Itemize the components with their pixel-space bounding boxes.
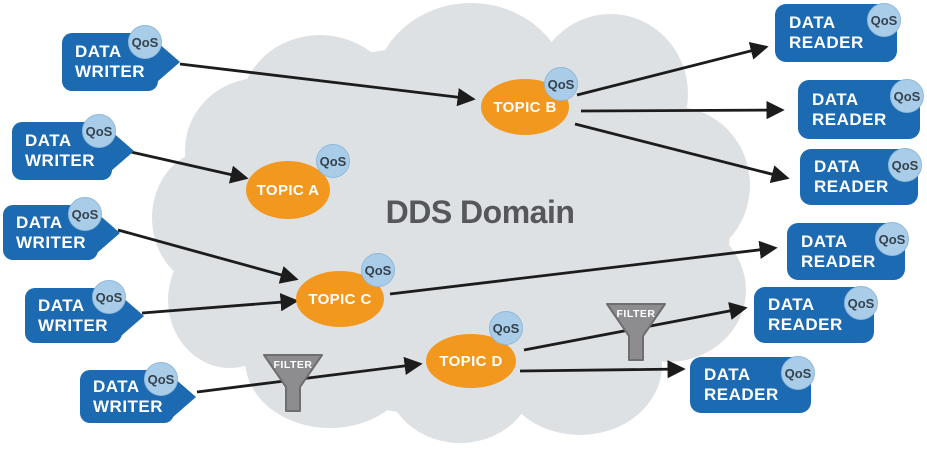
qos-badge: QoS <box>781 356 815 390</box>
data-writer-node: DATA WRITER QoS <box>62 25 180 91</box>
content-filter-funnel: FILTER <box>606 303 666 361</box>
data-writer-node: DATA WRITER QoS <box>12 114 134 180</box>
data-writer-label: DATA WRITER <box>25 131 96 170</box>
data-reader-node: DATA READER QoS <box>775 3 901 62</box>
data-reader-label: DATA READER <box>789 13 864 52</box>
connection-arrow <box>130 150 249 184</box>
connection-arrow <box>580 100 785 120</box>
qos-badge: QoS <box>544 67 578 101</box>
data-reader-label: DATA READER <box>814 157 889 196</box>
topic-node: TOPIC B QoS <box>481 67 578 135</box>
data-writer-label: DATA WRITER <box>16 212 87 252</box>
content-filter-funnel: FILTER <box>263 354 323 412</box>
data-reader-node: DATA READER QoS <box>787 222 909 280</box>
data-writer-pointer <box>121 295 144 336</box>
data-writer-node: DATA WRITER QoS <box>80 362 196 423</box>
topic-label: TOPIC D <box>439 352 503 370</box>
topic-label: TOPIC B <box>493 98 557 116</box>
connection-arrow <box>574 122 790 183</box>
connection-arrow <box>389 240 778 296</box>
qos-badge: QoS <box>489 311 523 345</box>
filter-label: FILTER <box>617 308 656 320</box>
data-reader-node: DATA READER QoS <box>800 148 922 205</box>
connection-arrow <box>196 356 423 394</box>
topic-node: TOPIC C QoS <box>296 253 395 327</box>
data-reader-label: DATA READER <box>801 231 876 271</box>
connection-arrow <box>576 41 769 97</box>
data-reader-node: DATA READER QoS <box>754 286 878 343</box>
data-writer-label: DATA WRITER <box>75 42 146 81</box>
qos-badge: QoS <box>361 253 395 287</box>
data-writer-pointer <box>157 42 180 82</box>
qos-badge: QoS <box>82 114 116 148</box>
filter-label: FILTER <box>274 359 313 371</box>
data-reader-label: DATA READER <box>812 89 887 129</box>
data-writer-pointer <box>97 212 120 253</box>
qos-badge: QoS <box>144 362 178 396</box>
qos-badge: QoS <box>316 144 350 178</box>
qos-badge: QoS <box>867 3 901 37</box>
data-writer-node: DATA WRITER QoS <box>3 197 120 260</box>
data-writer-label: DATA WRITER <box>93 376 164 416</box>
data-writer-pointer <box>173 376 196 417</box>
topic-label: TOPIC C <box>308 290 372 308</box>
qos-badge: QoS <box>92 280 126 314</box>
topic-node: TOPIC D QoS <box>426 311 523 388</box>
data-reader-label: DATA READER <box>704 365 779 404</box>
data-reader-node: DATA READER QoS <box>690 356 815 413</box>
topic-node: TOPIC A QoS <box>246 144 350 219</box>
qos-badge: QoS <box>68 197 102 231</box>
qos-badge: QoS <box>890 79 924 113</box>
data-writer-box: DATA WRITER <box>25 288 122 343</box>
data-writer-node: DATA WRITER QoS <box>25 280 144 343</box>
connection-arrow <box>117 228 299 284</box>
dds-domain-title: DDS Domain <box>385 194 575 230</box>
qos-badge: QoS <box>844 286 878 320</box>
connection-arrow <box>179 62 476 107</box>
qos-badge: QoS <box>875 222 909 256</box>
data-reader-node: DATA READER QoS <box>798 79 924 139</box>
connection-arrow <box>141 293 299 315</box>
data-writer-pointer <box>111 131 134 171</box>
data-reader-label: DATA READER <box>768 295 843 334</box>
qos-badge: QoS <box>888 148 922 182</box>
qos-badge: QoS <box>128 25 162 59</box>
data-writer-label: DATA WRITER <box>38 295 109 335</box>
topic-label: TOPIC A <box>256 181 320 199</box>
connection-arrow <box>519 360 686 379</box>
